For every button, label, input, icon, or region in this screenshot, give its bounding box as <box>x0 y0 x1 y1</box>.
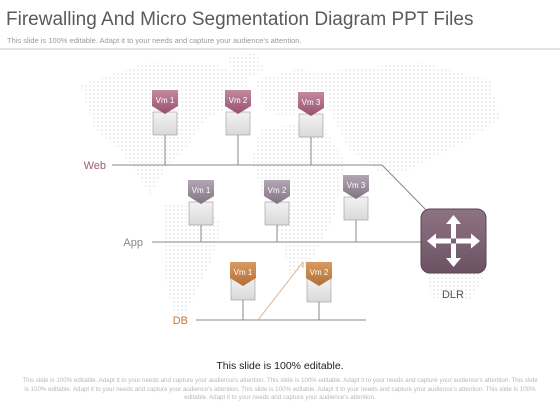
slide-subtitle: This slide is 100% editable. Adapt it to… <box>7 36 302 45</box>
web-layer-label: Web <box>84 160 106 172</box>
vm-label: Vm 1 <box>192 186 211 195</box>
app-layer-lines <box>152 220 422 243</box>
router-box <box>420 208 487 274</box>
app-vm-1[interactable]: Vm 1 <box>188 180 214 226</box>
db-vm-2[interactable]: Vm 2 <box>306 262 332 303</box>
dlr-router[interactable] <box>420 208 487 274</box>
dlr-label: DLR <box>442 289 464 301</box>
db-vm-1[interactable]: Vm 1 <box>230 262 256 301</box>
web-vm-3[interactable]: Vm 3 <box>298 92 324 138</box>
app-vm-3[interactable]: Vm 3 <box>343 175 369 221</box>
vm-tag <box>343 175 369 199</box>
vm-label: Vm 2 <box>229 96 248 105</box>
vm-box <box>225 111 251 136</box>
footer-text: This slide is 100% editable. Adapt it to… <box>22 377 538 401</box>
four-way-arrows-icon <box>427 215 480 267</box>
vm-label: Vm 1 <box>234 268 253 277</box>
vm-label: Vm 2 <box>268 186 287 195</box>
db-layer-label: DB <box>173 315 188 327</box>
app-vm-2[interactable]: Vm 2 <box>264 180 290 226</box>
vm-label: Vm 3 <box>302 98 321 107</box>
web-vm-1[interactable]: Vm 1 <box>152 90 178 136</box>
editable-note: This slide is 100% editable. <box>216 360 344 372</box>
title-divider <box>0 48 560 50</box>
vm-tag <box>225 90 251 114</box>
db-layer-lines <box>196 261 366 321</box>
vm-tag <box>264 180 290 204</box>
vm-tag <box>298 92 324 116</box>
vm-tag <box>188 180 214 204</box>
vm-tag <box>152 90 178 114</box>
web-layer-lines <box>112 135 431 215</box>
vm-box <box>298 113 324 138</box>
vm-box <box>343 196 369 221</box>
vm-tag <box>306 262 332 286</box>
vm-label: Vm 3 <box>347 181 366 190</box>
vm-box <box>188 201 214 226</box>
app-layer-label: App <box>123 237 143 249</box>
web-vm-2[interactable]: Vm 2 <box>225 90 251 136</box>
vm-label: Vm 2 <box>310 268 329 277</box>
vm-tag <box>230 262 256 286</box>
vm-label: Vm 1 <box>156 96 175 105</box>
vm-box <box>152 111 178 136</box>
vm-box <box>264 201 290 226</box>
slide-title: Firewalling And Micro Segmentation Diagr… <box>6 9 474 30</box>
